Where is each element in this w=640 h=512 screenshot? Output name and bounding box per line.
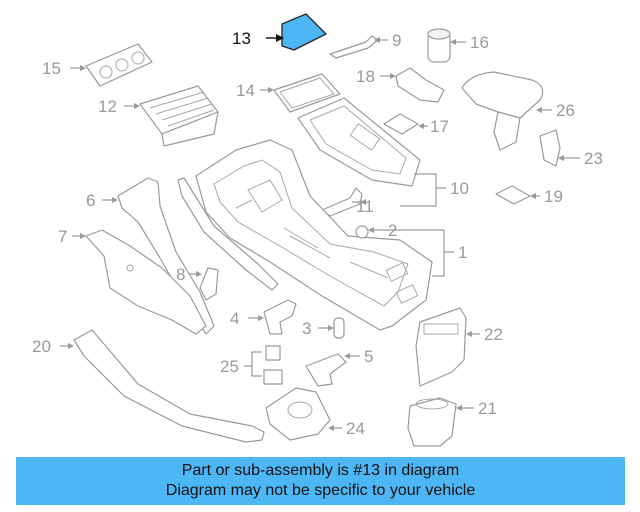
callout-7: 7 bbox=[58, 227, 67, 246]
callout-8: 8 bbox=[176, 265, 185, 284]
callout-11: 11 bbox=[356, 197, 374, 216]
part-6[interactable] bbox=[102, 177, 279, 335]
callout-18: 18 bbox=[356, 67, 375, 86]
callout-12: 12 bbox=[98, 97, 117, 116]
part-13-highlighted[interactable] bbox=[266, 13, 327, 51]
callout-16: 16 bbox=[470, 33, 489, 52]
part-11[interactable] bbox=[321, 187, 366, 217]
callout-24: 24 bbox=[346, 419, 365, 438]
part-19[interactable] bbox=[495, 185, 540, 205]
part-1[interactable] bbox=[195, 139, 454, 331]
callout-1: 1 bbox=[458, 243, 467, 262]
parts-diagram: 13 9 16 15 18 14 bbox=[32, 13, 603, 447]
part-17[interactable] bbox=[383, 113, 428, 135]
part-4[interactable] bbox=[248, 299, 297, 335]
callout-6: 6 bbox=[86, 191, 95, 210]
caption-banner: Part or sub-assembly is #13 in diagram D… bbox=[16, 457, 625, 505]
callout-9: 9 bbox=[392, 31, 401, 50]
caption-line-part: Part or sub-assembly is #13 in diagram bbox=[181, 462, 460, 479]
part-26[interactable] bbox=[461, 71, 552, 151]
part-5[interactable] bbox=[305, 353, 360, 387]
callout-25: 25 bbox=[220, 357, 239, 376]
part-12[interactable] bbox=[124, 85, 219, 147]
part-24[interactable] bbox=[265, 387, 342, 441]
part-9[interactable] bbox=[329, 35, 388, 59]
callout-15: 15 bbox=[42, 59, 61, 78]
part-21[interactable] bbox=[407, 397, 474, 447]
callout-20: 20 bbox=[32, 337, 51, 356]
part-10[interactable] bbox=[297, 97, 446, 207]
callout-10: 10 bbox=[450, 179, 469, 198]
part-7[interactable] bbox=[72, 229, 207, 335]
callout-22: 22 bbox=[484, 325, 503, 344]
part-8[interactable] bbox=[190, 267, 219, 301]
part-23[interactable] bbox=[539, 129, 580, 167]
callout-26: 26 bbox=[556, 101, 575, 120]
part-25[interactable] bbox=[244, 345, 283, 385]
part-3[interactable] bbox=[318, 317, 345, 339]
part-2[interactable] bbox=[355, 225, 444, 239]
part-22[interactable] bbox=[415, 307, 480, 387]
callout-4: 4 bbox=[230, 309, 239, 328]
callout-5: 5 bbox=[364, 347, 373, 366]
callout-14: 14 bbox=[236, 81, 255, 100]
callout-2: 2 bbox=[388, 221, 397, 240]
part-20[interactable] bbox=[60, 329, 265, 443]
part-16[interactable] bbox=[427, 28, 466, 63]
part-14[interactable] bbox=[260, 73, 341, 113]
callout-21: 21 bbox=[478, 399, 497, 418]
part-15[interactable] bbox=[70, 43, 153, 87]
callout-3: 3 bbox=[302, 319, 311, 338]
callout-23: 23 bbox=[584, 149, 603, 168]
callout-19: 19 bbox=[544, 187, 563, 206]
part-18[interactable] bbox=[380, 67, 445, 103]
caption-line-disclaimer: Diagram may not be specific to your vehi… bbox=[165, 482, 476, 499]
callout-13: 13 bbox=[232, 29, 251, 48]
callout-17: 17 bbox=[430, 117, 449, 136]
